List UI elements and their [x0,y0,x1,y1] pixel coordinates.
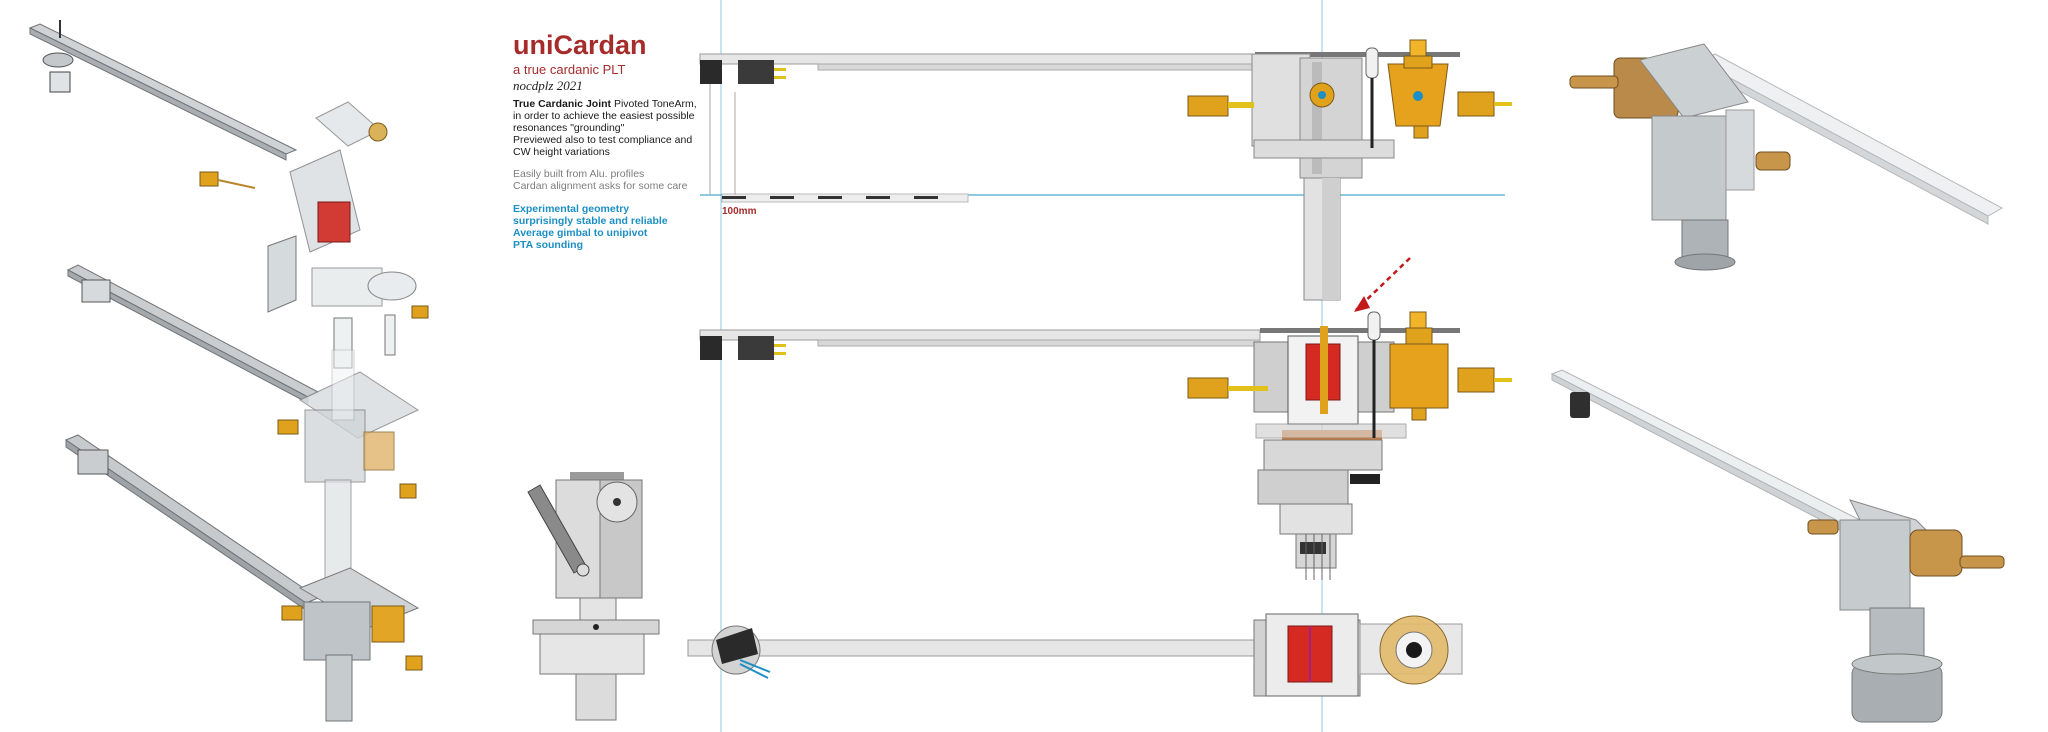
render-top-right [1569,43,2004,271]
plan-view [687,613,1463,697]
description-line-1: True Cardanic Joint Pivoted ToneArm, [513,98,697,110]
scale-label: 100mm [722,206,757,217]
highlight-line-1: Experimental geometry [513,203,630,215]
subtitle: a true cardanic PLT [513,62,626,77]
iso-solid-view [64,434,423,722]
description-line-4: Previewed also to test compliance and [513,134,693,146]
description-line-2: in order to achieve the easiest possible [513,110,695,122]
highlight-line-4: PTA sounding [513,239,583,251]
author-credit: nocdplz 2021 [513,78,583,93]
pillar-side-view [527,472,660,721]
scale-bar [721,193,969,203]
render-bottom-right [1550,369,2005,723]
iso-transparent-view [66,264,420,586]
section-view [699,257,1512,580]
highlight-line-2: surprisingly stable and reliable [513,215,668,227]
iso-exploded-view [28,20,429,369]
note-line-2: Cardan alignment asks for some care [513,180,688,192]
title: uniCardan [513,30,647,60]
description-rest: Pivoted ToneArm, [611,98,697,110]
description-line-3: resonances "grounding" [513,122,625,134]
highlight-line-3: Average gimbal to unipivot [513,227,648,239]
note-line-1: Easily built from Alu. profiles [513,168,645,180]
description-bold: True Cardanic Joint [513,98,612,110]
top-side-view [699,39,1512,301]
description-line-5: CW height variations [513,146,610,158]
